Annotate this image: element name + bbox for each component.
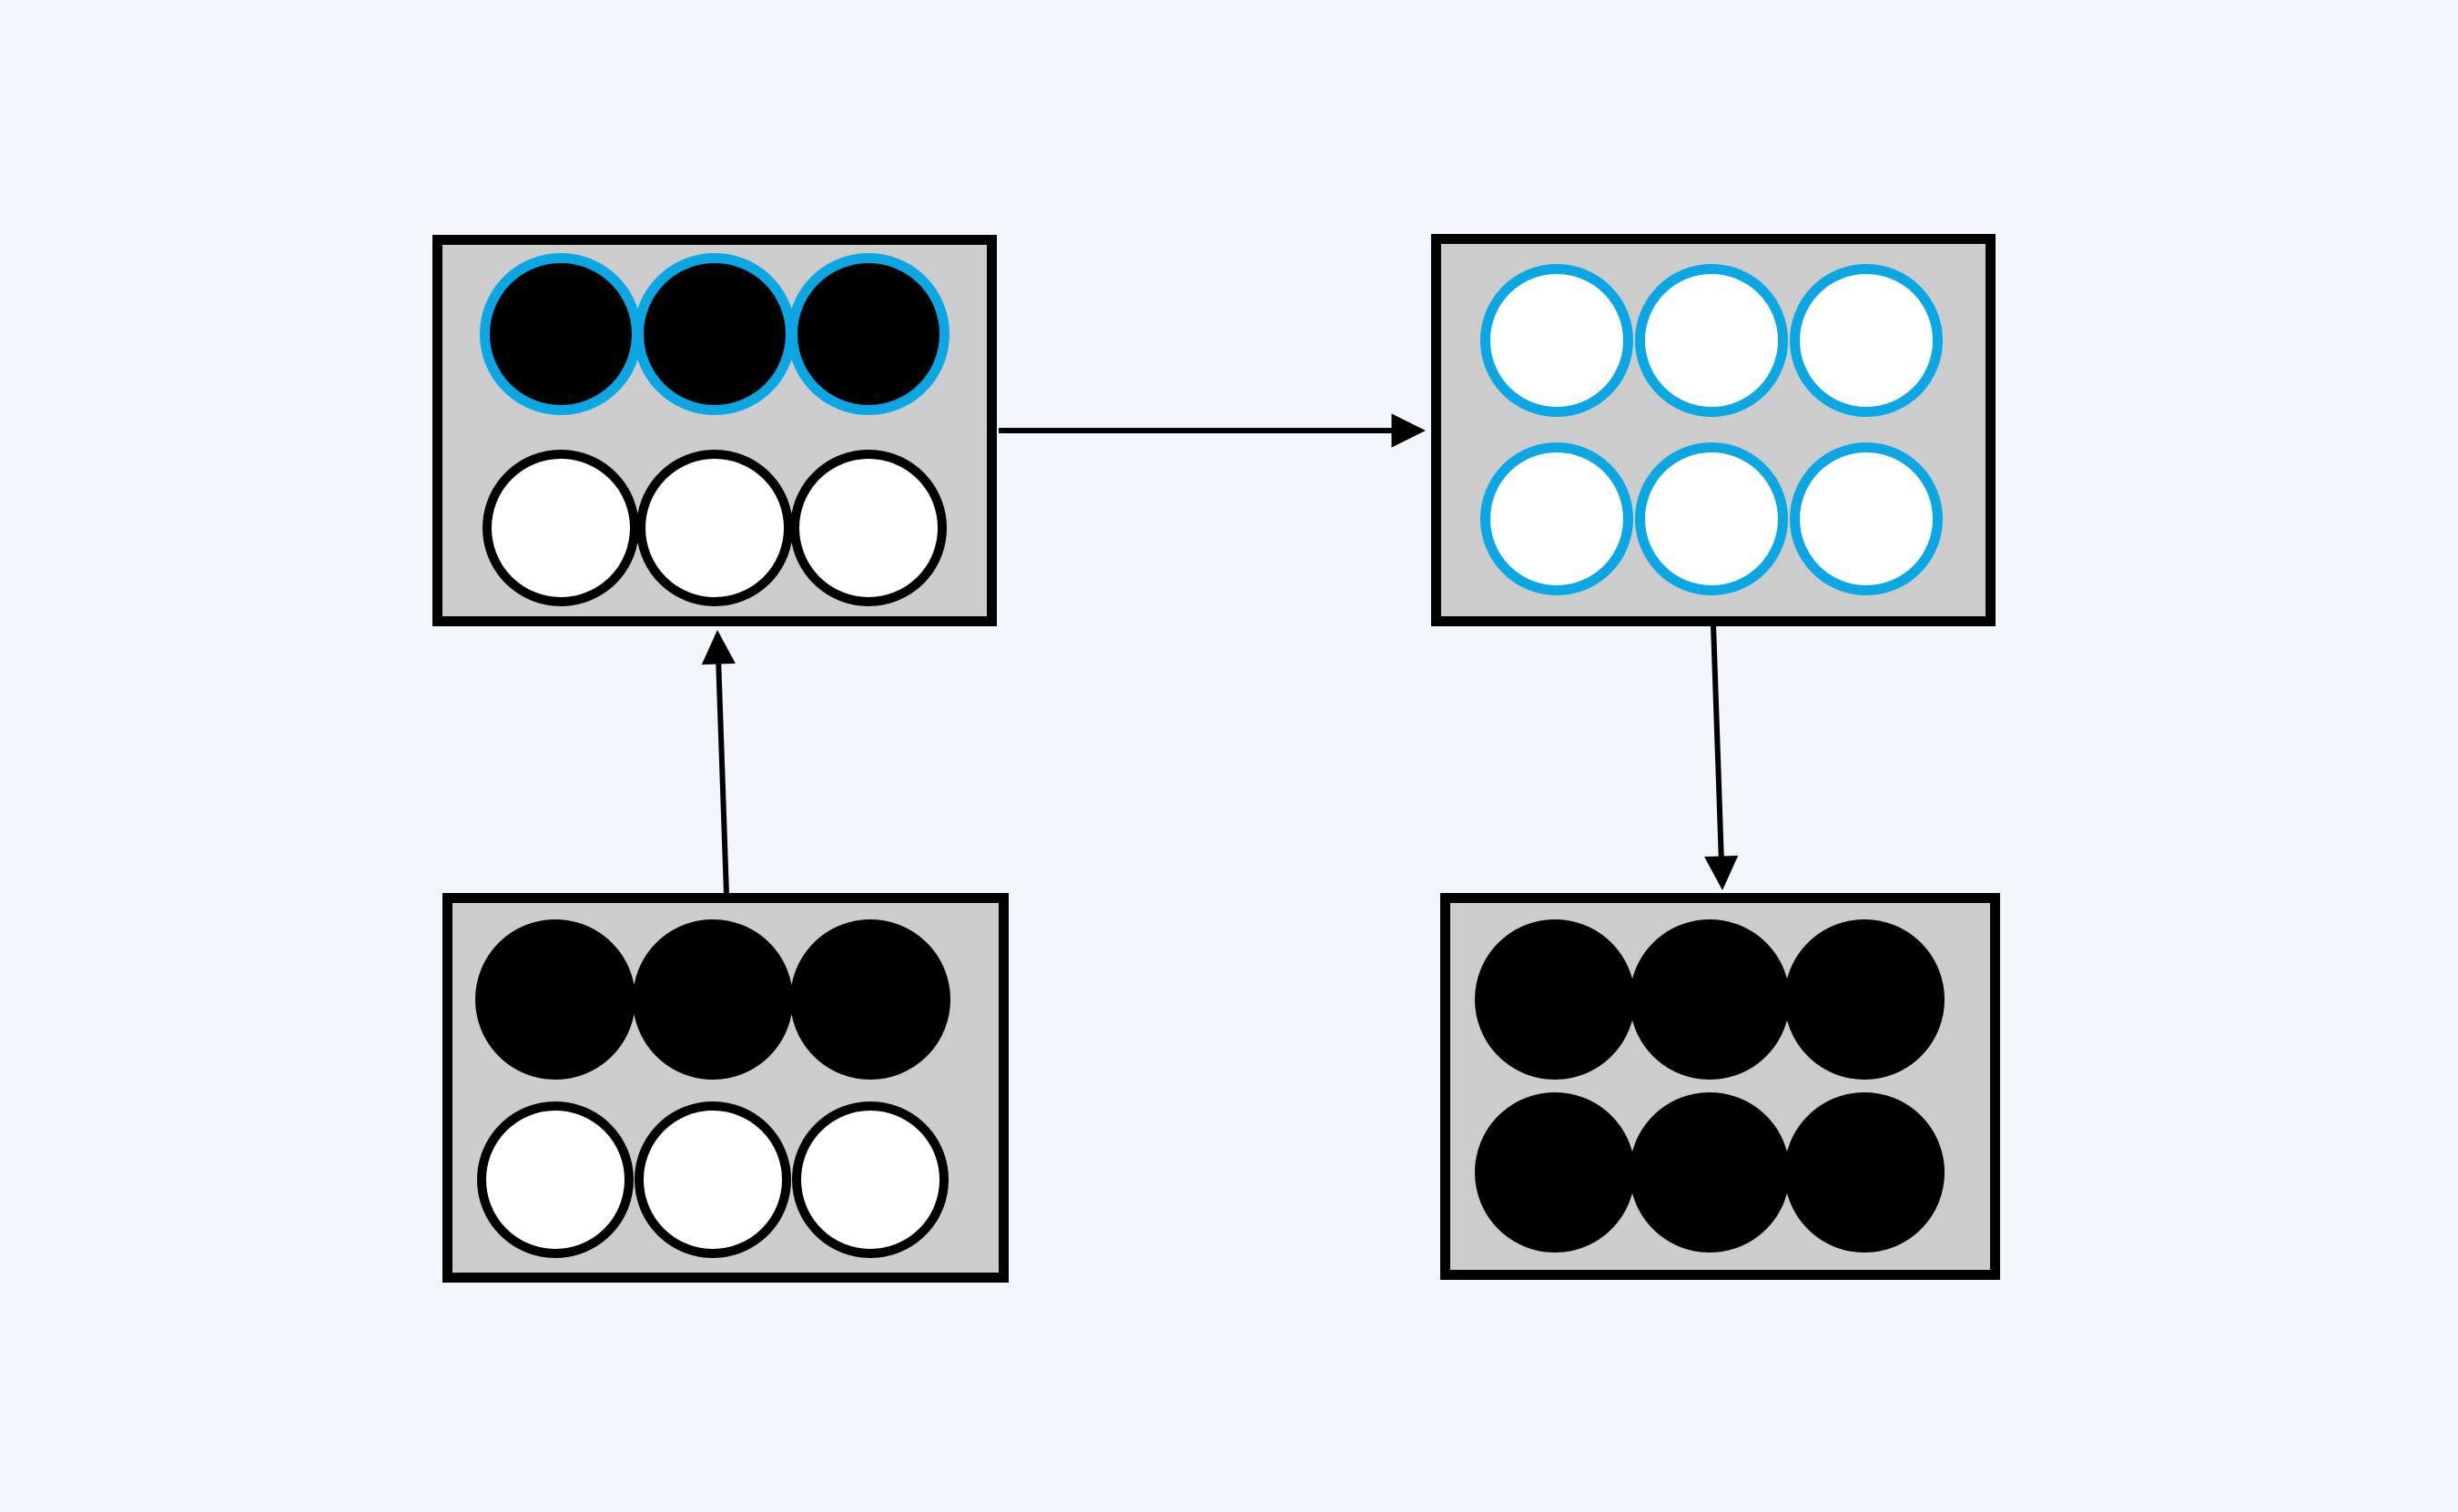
arrow-bottom-left-to-top-left-head-icon [701, 630, 736, 665]
circle-token [1475, 919, 1635, 1080]
circle-token [1790, 264, 1943, 417]
bottom-right-tray [1440, 893, 2000, 1280]
circle-token [634, 253, 796, 415]
boxes-layer [432, 234, 2000, 1283]
circle-token [480, 253, 642, 415]
circle-token [633, 919, 793, 1080]
circle-token [482, 450, 639, 606]
top-right-tray [1431, 234, 1996, 626]
circle-token [1630, 1092, 1790, 1253]
circle-token [1784, 1092, 1945, 1253]
arrow-top-left-to-top-right-head-icon [1391, 413, 1426, 448]
circle-token [1635, 264, 1788, 417]
top-left-tray [432, 235, 997, 626]
arrow-top-right-to-bottom-right-shaft [1711, 624, 1724, 857]
circle-token [1475, 1092, 1635, 1253]
circle-token [475, 919, 635, 1080]
circle-token [636, 450, 793, 606]
arrow-top-right-to-bottom-right-head-icon [1704, 855, 1739, 890]
arrow-bottom-left-to-top-left [701, 630, 736, 896]
arrow-top-right-to-bottom-right [1704, 624, 1739, 890]
circle-token [477, 1101, 634, 1258]
circle-token [1480, 442, 1633, 595]
arrow-top-left-to-top-right [999, 413, 1426, 448]
circle-token [787, 253, 950, 415]
arrows-layer [701, 413, 1739, 896]
circle-token [1635, 442, 1788, 595]
circle-token [792, 1101, 949, 1258]
arrow-bottom-left-to-top-left-shaft [716, 664, 729, 896]
circle-token [790, 450, 947, 606]
circle-token [1630, 919, 1790, 1080]
circle-token [635, 1101, 791, 1258]
bottom-left-tray [442, 893, 1009, 1283]
circle-token [1480, 264, 1633, 417]
circle-token [1790, 442, 1943, 595]
circle-token [1784, 919, 1945, 1080]
circle-token [790, 919, 950, 1080]
